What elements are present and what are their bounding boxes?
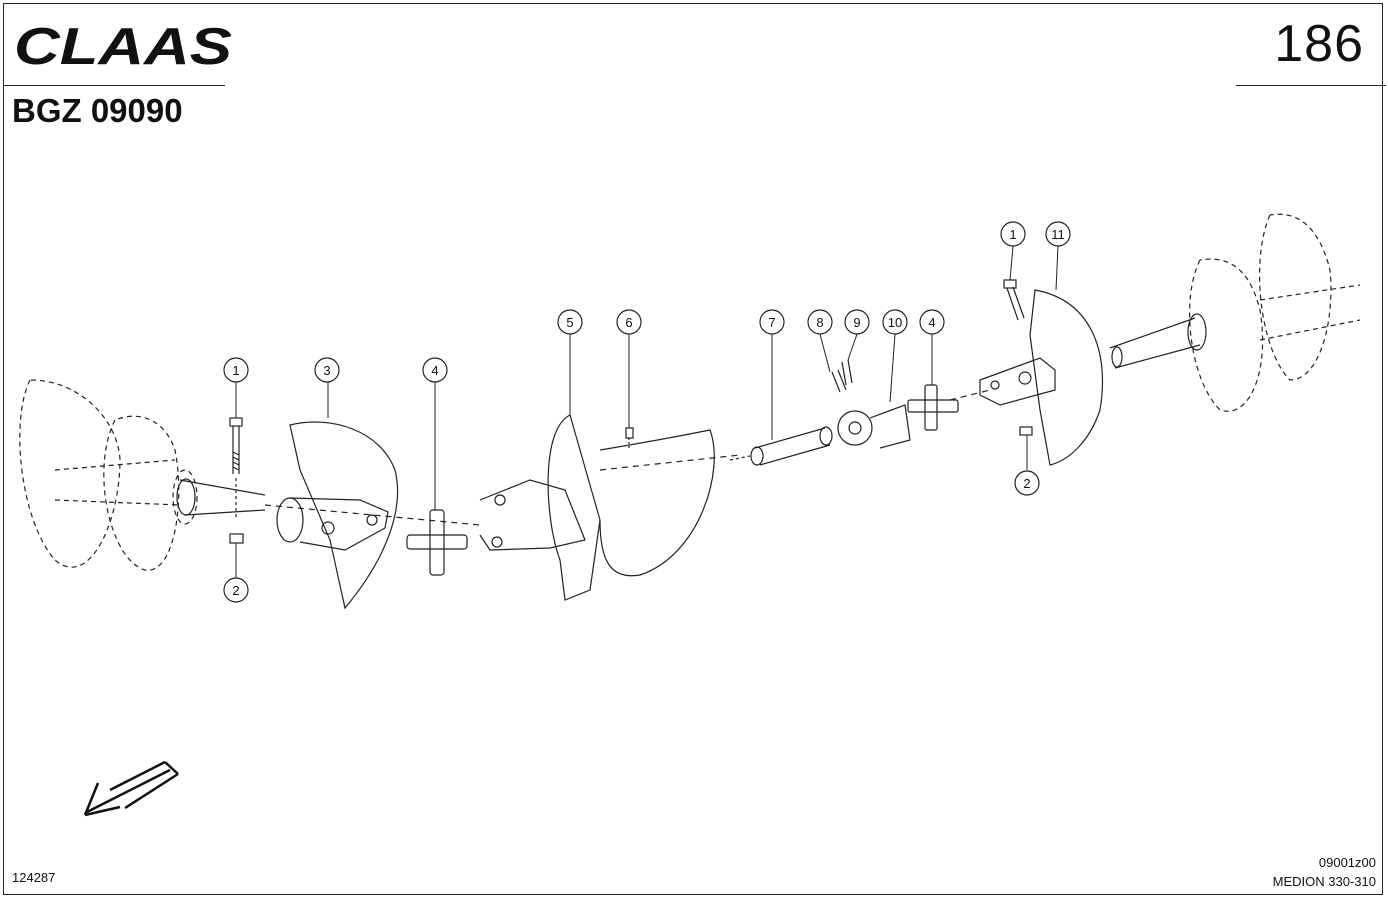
callout-4-right: 4 xyxy=(919,309,945,335)
svg-text:5: 5 xyxy=(566,315,573,330)
callout-1-right: 1 xyxy=(1000,221,1026,247)
claas-logo: CLAAS xyxy=(14,18,232,72)
callout-2-right: 2 xyxy=(1014,470,1040,496)
leader-lines xyxy=(235,245,1059,578)
tube-part-7 xyxy=(729,426,833,466)
svg-text:1: 1 xyxy=(1009,227,1016,242)
callout-3: 3 xyxy=(314,357,340,383)
pins-part-8-9 xyxy=(831,359,853,393)
right-auger-dashed xyxy=(1189,213,1361,412)
left-auger-dashed xyxy=(19,379,198,571)
auger-flight-part-5 xyxy=(479,414,715,601)
svg-text:8: 8 xyxy=(816,315,823,330)
callout-1-left: 1 xyxy=(223,357,249,383)
callout-5: 5 xyxy=(557,309,583,335)
grease-nipple-part-6 xyxy=(625,427,634,450)
logo-wordmark: CLAAS xyxy=(14,18,232,72)
drawing-reference: 09001z00 xyxy=(1318,855,1376,870)
bolt-part-1-right xyxy=(1003,279,1025,321)
svg-text:7: 7 xyxy=(768,315,775,330)
left-shaft xyxy=(176,478,266,516)
header-rule-left xyxy=(3,85,225,86)
svg-text:6: 6 xyxy=(625,315,632,330)
callout-bubbles: 1 3 4 2 5 6 7 8 xyxy=(223,221,1071,603)
callout-6: 6 xyxy=(616,309,642,335)
svg-text:10: 10 xyxy=(888,315,902,330)
svg-text:2: 2 xyxy=(1023,476,1030,491)
footer-right-block: 09001z00 MEDION 330-310 xyxy=(1273,853,1376,891)
svg-text:3: 3 xyxy=(323,363,330,378)
svg-text:2: 2 xyxy=(232,583,239,598)
callout-7: 7 xyxy=(759,309,785,335)
page-frame xyxy=(3,3,1383,895)
callout-4-left: 4 xyxy=(422,357,448,383)
model-designation: MEDION 330-310 xyxy=(1272,874,1376,889)
callout-2-left: 2 xyxy=(223,577,249,603)
callout-9: 9 xyxy=(844,309,870,335)
page-number: 186 xyxy=(1274,15,1364,73)
svg-text:9: 9 xyxy=(853,315,860,330)
nut-part-2-left xyxy=(229,533,244,544)
direction-arrow-icon xyxy=(83,760,179,817)
svg-text:11: 11 xyxy=(1051,227,1065,242)
header-rule-right xyxy=(1236,85,1386,86)
document-code: BGZ 09090 xyxy=(12,92,183,129)
yoke-left xyxy=(276,497,389,551)
auger-flight-part-11 xyxy=(979,289,1104,466)
svg-text:4: 4 xyxy=(431,363,438,378)
svg-text:1: 1 xyxy=(232,363,239,378)
yoke-part-10 xyxy=(837,404,911,449)
universal-cross-part-4-right xyxy=(907,384,959,431)
bolt-part-1-left xyxy=(229,417,243,520)
figure-id: 124287 xyxy=(12,870,56,885)
nut-part-2-right xyxy=(1019,426,1033,436)
callout-8: 8 xyxy=(807,309,833,335)
callout-10: 10 xyxy=(882,309,908,335)
assembly-axis-dashed xyxy=(264,389,991,526)
svg-text:4: 4 xyxy=(928,315,935,330)
callout-11: 11 xyxy=(1045,221,1071,247)
universal-cross-part-4-left xyxy=(406,509,468,576)
right-shaft xyxy=(1109,313,1207,369)
auger-flight-part-3 xyxy=(289,421,399,610)
